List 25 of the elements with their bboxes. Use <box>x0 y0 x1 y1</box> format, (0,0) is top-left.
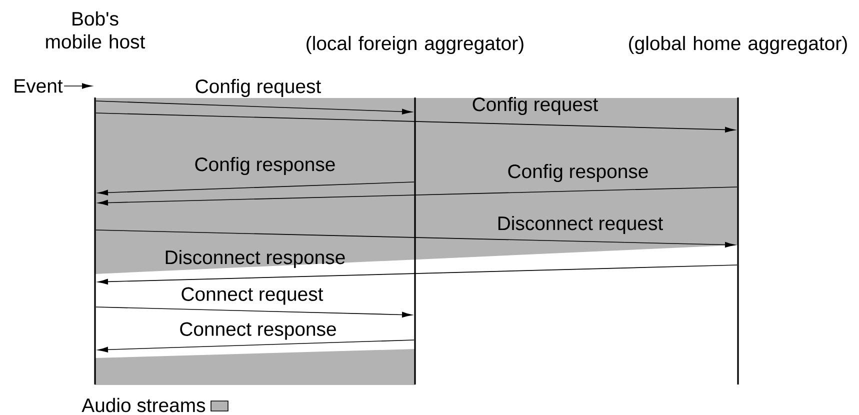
edge-label: Disconnect request <box>498 216 663 234</box>
arrow <box>98 264 738 285</box>
participant-label: Bob's mobile host <box>46 11 146 49</box>
legend-label: Audio streams <box>82 398 206 412</box>
edge-label: Config request <box>196 78 321 98</box>
participant-label: (local foreign aggregator) <box>306 36 524 54</box>
arrow <box>64 83 92 89</box>
edge-label: Config response <box>195 156 335 176</box>
event-label: Event <box>14 79 63 93</box>
lifeline <box>94 98 96 384</box>
lifeline <box>414 98 416 384</box>
lifeline <box>737 98 739 384</box>
edge-label: Config request <box>472 96 598 116</box>
edge-label: Connect request <box>182 287 324 305</box>
arrow <box>96 100 412 114</box>
arrow <box>96 112 735 133</box>
arrow <box>96 230 735 248</box>
edge-label: Connect response <box>180 322 336 340</box>
arrow <box>98 340 414 352</box>
participant-label: (global home aggregator) <box>629 36 847 54</box>
edge-label: Config response <box>508 164 648 182</box>
arrow <box>96 306 412 318</box>
edge-label: Disconnect response <box>166 250 345 268</box>
arrow <box>98 186 738 206</box>
arrow <box>98 182 414 196</box>
